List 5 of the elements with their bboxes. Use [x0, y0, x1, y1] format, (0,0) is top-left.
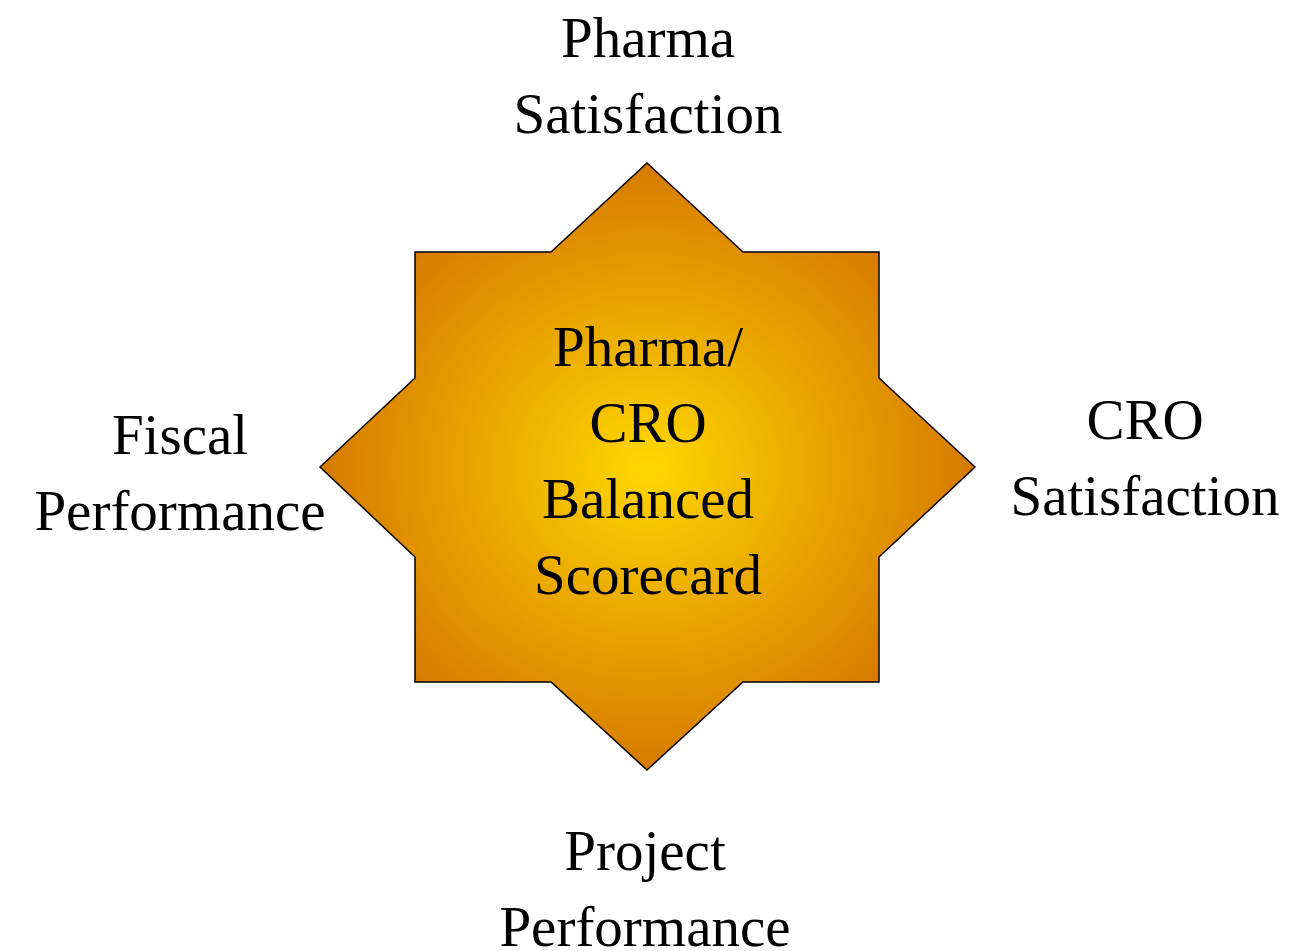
perspective-label: Project Performance	[498, 818, 792, 951]
perspective-label: Pharma Satisfaction	[512, 5, 784, 147]
node-label: Pharma/ CRO Balanced Scorecard	[533, 314, 763, 608]
perspective-label: CRO Satisfaction	[1009, 387, 1281, 529]
perspective-label: Fiscal Performance	[33, 402, 327, 544]
